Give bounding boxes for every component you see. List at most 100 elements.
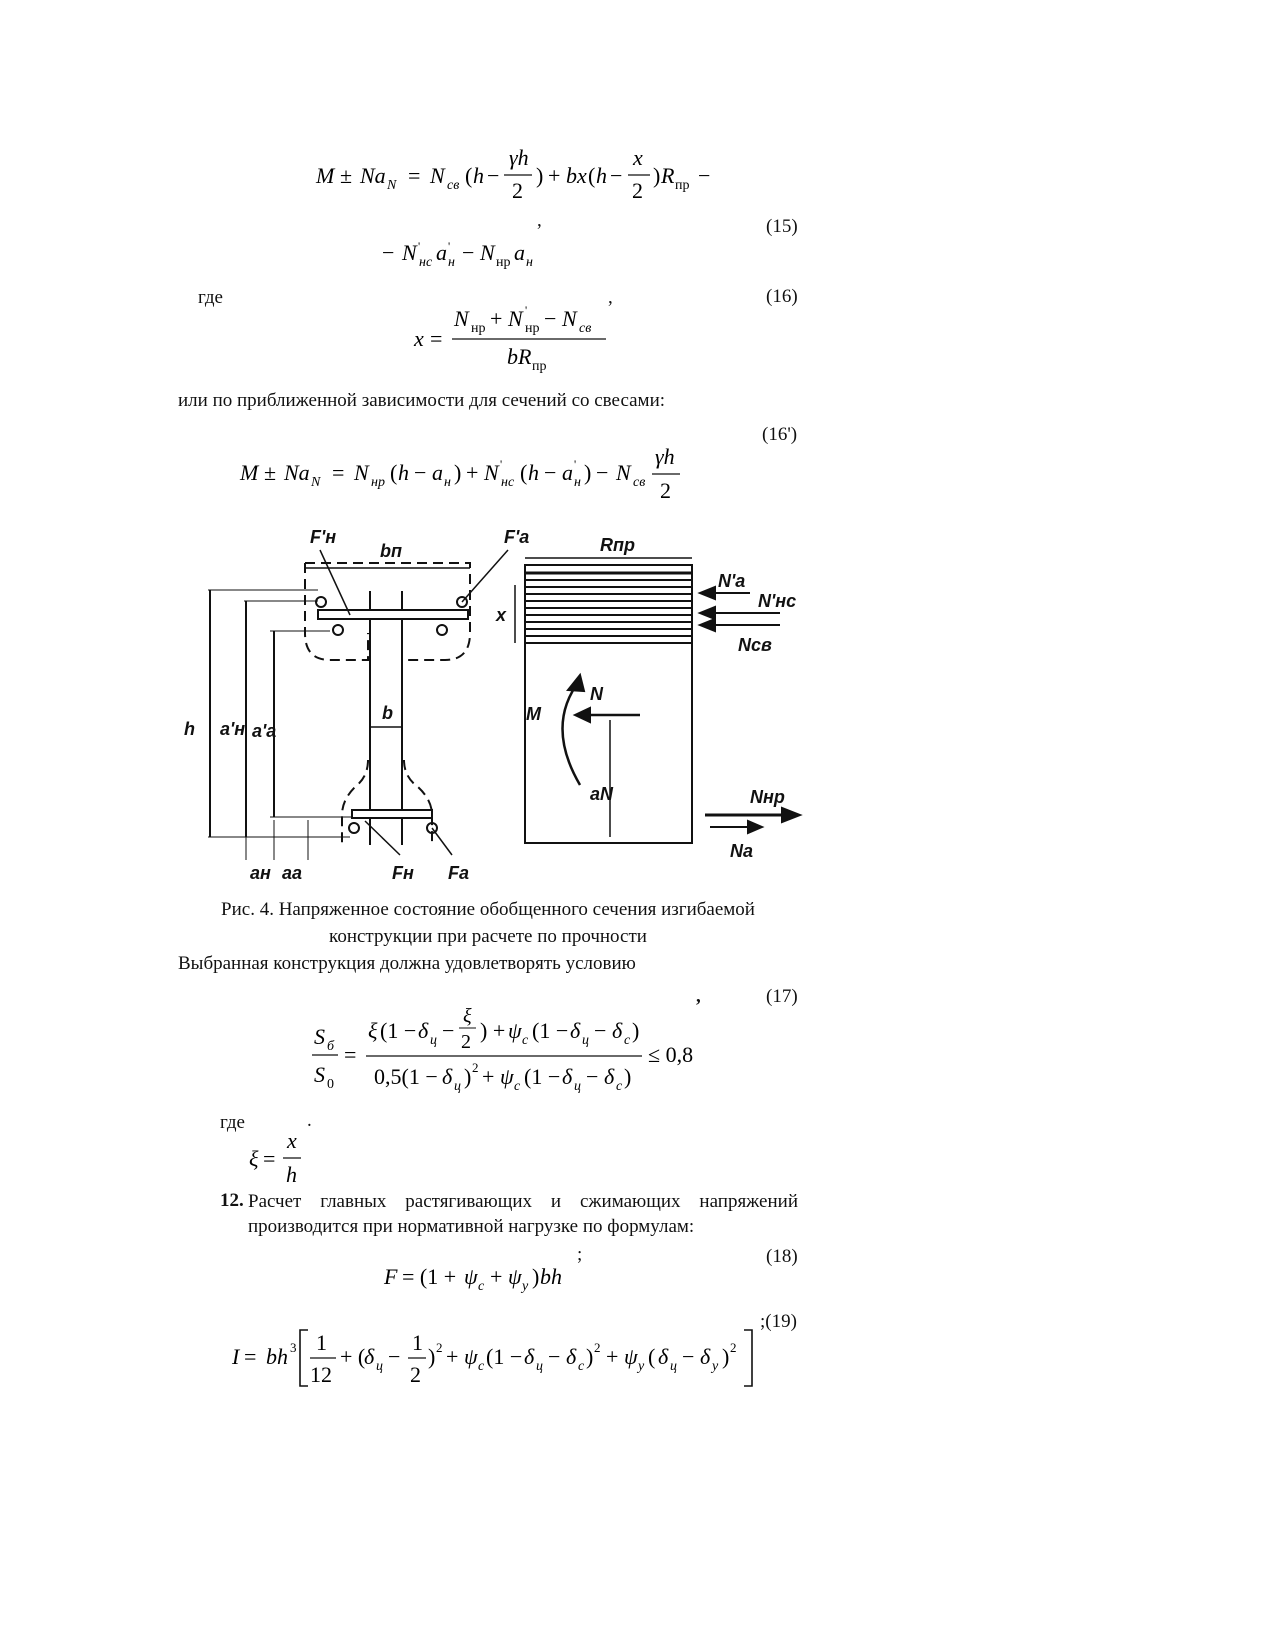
svg-text:c: c — [478, 1279, 485, 1294]
svg-text:(1 −: (1 − — [524, 1064, 560, 1089]
svg-text:a: a — [562, 460, 573, 485]
svg-text:ξ: ξ — [368, 1018, 378, 1043]
svg-text:N: N — [353, 460, 370, 485]
svg-text:): ) — [428, 1344, 435, 1369]
svg-text:=: = — [244, 1344, 256, 1369]
item-12-number: 12. — [220, 1190, 244, 1211]
label-aa: aa — [282, 863, 302, 883]
svg-text:ц: ц — [376, 1359, 383, 1374]
svg-text:(: ( — [465, 163, 472, 188]
svg-text:N: N — [429, 163, 446, 188]
svg-text:N: N — [453, 306, 470, 331]
svg-text:': ' — [448, 239, 450, 253]
equation-18-semicolon: ; — [577, 1244, 583, 1265]
svg-text:=: = — [332, 460, 344, 485]
svg-text:bh: bh — [266, 1344, 288, 1369]
label-an: aн — [250, 863, 271, 883]
svg-text:−: − — [382, 240, 394, 265]
equation-xi-formula: ξ = x h — [249, 1128, 301, 1187]
svg-text:δ: δ — [570, 1018, 581, 1043]
svg-text:c: c — [522, 1033, 529, 1048]
equation-16-comma: , — [608, 287, 613, 308]
svg-text:−: − — [442, 1018, 454, 1043]
label-h: h — [184, 719, 195, 739]
svg-text:2: 2 — [594, 1340, 601, 1355]
label-Rpr: Rпр — [600, 535, 635, 555]
text-approximate-dependency: или по приближенной зависимости для сече… — [178, 390, 666, 411]
svg-text:+: + — [446, 1344, 458, 1369]
svg-text:M: M — [315, 163, 336, 188]
svg-text:2: 2 — [632, 178, 643, 203]
svg-text:S: S — [314, 1062, 325, 1087]
label-Nnr: Nнр — [750, 787, 785, 807]
equation-19-number: ;(19) — [760, 1311, 797, 1332]
svg-text:(: ( — [588, 163, 595, 188]
svg-text:−: − — [682, 1344, 694, 1369]
svg-text:3: 3 — [290, 1340, 297, 1355]
svg-text:пр: пр — [675, 178, 690, 193]
svg-text:±: ± — [340, 163, 352, 188]
svg-text:−: − — [487, 163, 499, 188]
svg-text:2: 2 — [410, 1362, 421, 1387]
svg-text:=: = — [408, 163, 420, 188]
text-condition: Выбранная конструкция должна удовлетворя… — [178, 953, 636, 974]
svg-text:N: N — [479, 240, 496, 265]
svg-text:2: 2 — [730, 1340, 737, 1355]
label-Fa-prime: F'a — [504, 527, 529, 547]
label-an-prime: a'н — [220, 719, 245, 739]
svg-text:−: − — [462, 240, 474, 265]
caption-line-1: Рис. 4. Напряженное состояние обобщенног… — [221, 899, 755, 920]
svg-text:N: N — [507, 306, 524, 331]
svg-text:н: н — [444, 475, 451, 490]
svg-text:Na: Na — [359, 163, 386, 188]
caption-line-2: конструкции при расчете по прочности — [329, 926, 647, 947]
svg-text:ξ: ξ — [463, 1005, 472, 1027]
svg-text:+: + — [482, 1064, 494, 1089]
svg-text:bx: bx — [566, 163, 587, 188]
equation-15-line1: M ± Na N = N св ( h − γh 2 ) + bx ( h − … — [315, 145, 710, 203]
svg-text:δ: δ — [612, 1018, 623, 1043]
svg-text:y: y — [520, 1279, 529, 1294]
svg-text:h: h — [528, 460, 539, 485]
svg-text:): ) — [454, 460, 461, 485]
svg-text:≤ 0,8: ≤ 0,8 — [648, 1042, 693, 1067]
svg-text:+: + — [548, 163, 560, 188]
svg-text:= (1 +: = (1 + — [402, 1264, 456, 1289]
svg-text:−: − — [586, 1064, 598, 1089]
svg-text:−: − — [610, 163, 622, 188]
svg-text:ξ: ξ — [249, 1146, 259, 1171]
svg-text:св: св — [579, 321, 591, 336]
svg-text:нр: нр — [525, 321, 540, 336]
svg-text:a: a — [436, 240, 447, 265]
svg-text:R: R — [660, 163, 675, 188]
svg-text:I: I — [231, 1344, 241, 1369]
svg-text:2: 2 — [461, 1031, 471, 1053]
svg-text:c: c — [514, 1079, 521, 1094]
label-Fn-prime: F'н — [310, 527, 336, 547]
label-Na-prime: N'a — [718, 571, 745, 591]
svg-text:δ: δ — [364, 1344, 375, 1369]
svg-text:−: − — [594, 1018, 606, 1043]
label-aa-prime: a'a — [252, 721, 276, 741]
svg-text:a: a — [432, 460, 443, 485]
svg-text:M: M — [239, 460, 260, 485]
svg-text:c: c — [478, 1359, 485, 1374]
svg-text:bh: bh — [540, 1264, 562, 1289]
svg-text:N: N — [401, 240, 418, 265]
svg-text:−: − — [544, 306, 556, 331]
svg-text:h: h — [473, 163, 484, 188]
svg-text:2: 2 — [660, 478, 671, 503]
equation-18-formula: F = (1 + ψ c + ψ y ) bh — [383, 1264, 562, 1294]
label-Fn: Fн — [392, 863, 414, 883]
svg-text:−: − — [414, 460, 426, 485]
svg-text:−: − — [388, 1344, 400, 1369]
svg-text:1: 1 — [316, 1330, 327, 1355]
svg-text:ψ: ψ — [500, 1064, 514, 1089]
svg-text:+: + — [466, 460, 478, 485]
svg-text:): ) — [532, 1264, 539, 1289]
svg-text:±: ± — [264, 460, 276, 485]
svg-text:): ) — [464, 1064, 471, 1089]
svg-text:S: S — [314, 1024, 325, 1049]
equation-18-number: (18) — [766, 1246, 798, 1267]
svg-text:н: н — [448, 255, 455, 270]
